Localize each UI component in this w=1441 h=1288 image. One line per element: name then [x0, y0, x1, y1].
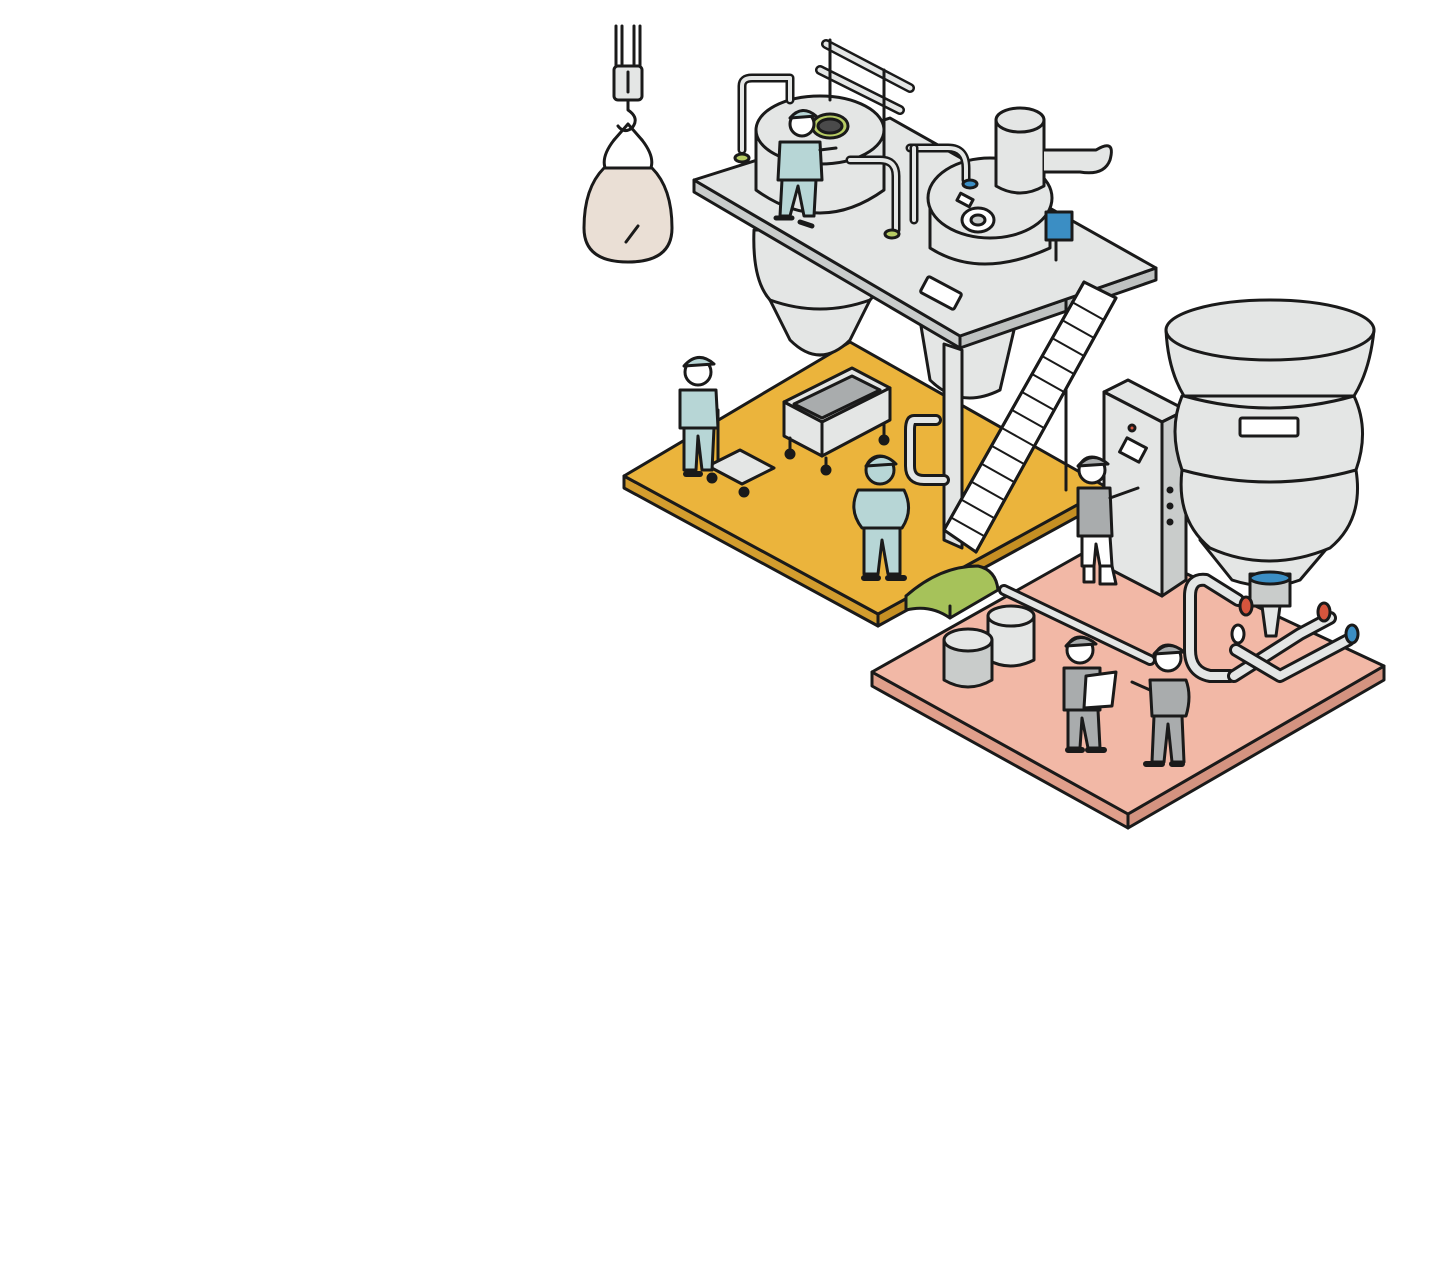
pipe-rack [820, 40, 910, 130]
canisters [944, 606, 1034, 687]
cart-icon [784, 368, 890, 474]
blending-tank [1004, 300, 1374, 676]
worker-figure-pink [1132, 645, 1189, 764]
green-chute [906, 566, 998, 618]
worker-figure-handtruck [680, 357, 718, 474]
crane-hook-icon [614, 26, 642, 131]
worker-figure-yellow [854, 456, 909, 578]
staircase [944, 282, 1116, 552]
bulk-bag-icon [584, 124, 672, 262]
vertical-pipe [910, 420, 944, 480]
worker-figure-deck [776, 110, 836, 226]
worker-figure-panel [1078, 457, 1138, 584]
clipboard-icon [1084, 672, 1116, 708]
control-panel [1104, 380, 1186, 596]
spray-dryer-tank-right [910, 108, 1111, 264]
